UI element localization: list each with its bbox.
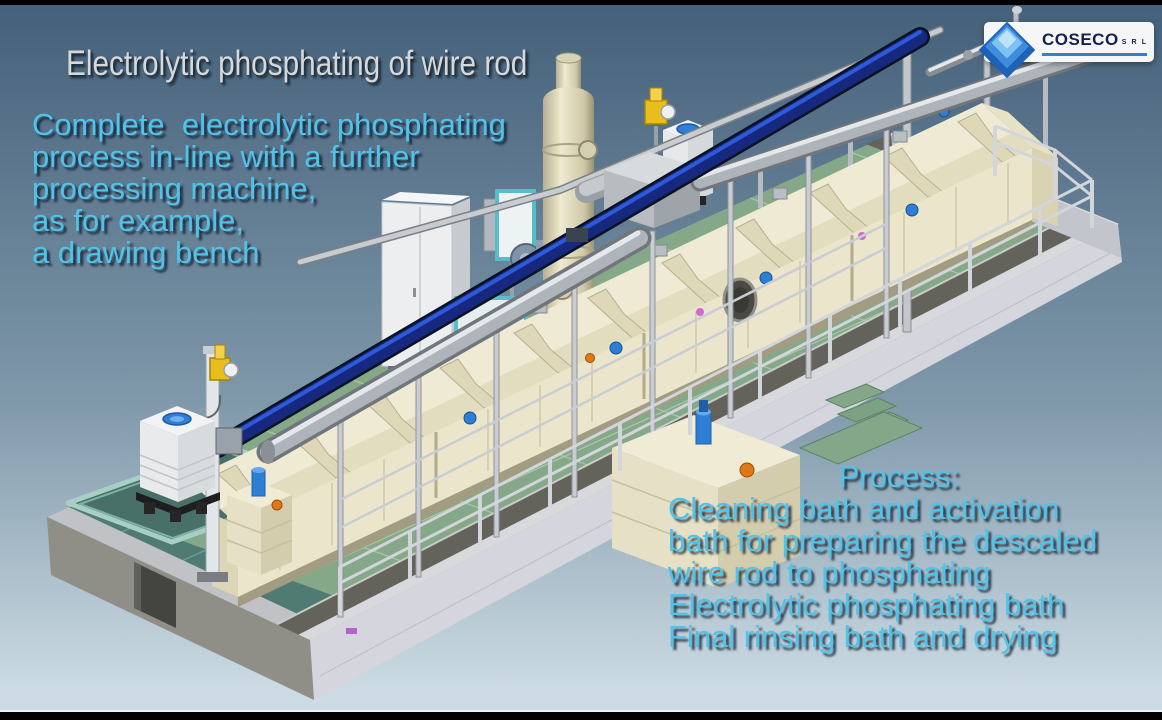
ibc-container-left [136,406,220,522]
exhaust-duct [256,26,1102,464]
intro-line: Complete electrolytic phosphating [32,107,506,142]
logo-diamond-icon [978,21,1036,78]
pallet-marker [346,628,357,634]
intro-line: process in-line with a further [32,139,420,174]
platform-edge-left [47,507,332,640]
letterbox-bar-bottom [0,712,1162,720]
intro-line: a drawing bench [32,235,260,270]
process-line: bath for preparing the descaled [668,523,1098,558]
intro-line: as for example, [32,203,244,238]
logo-underline [1042,53,1147,56]
duct-post [1043,62,1048,185]
edge-railing [338,124,1094,615]
duct-post [758,155,763,208]
platform-left-face [47,517,314,700]
process-line: Cleaning bath and activation [668,491,1060,526]
process-line: wire rod to phosphating [668,555,991,590]
letterbox-bar-top [0,0,1162,5]
process-text-block: Process: Cleaning bath and activation ba… [668,461,1130,653]
deck-stairs [798,383,924,465]
chemical-tank-left [226,467,293,575]
process-line: Electrolytic phosphating bath [668,587,1065,622]
process-heading: Process: [838,459,960,494]
platform-recess [134,562,176,628]
letterbox-line-bottom [0,710,1162,712]
foreground-tanks [226,400,801,588]
duct-post [848,130,853,167]
intro-line: processing machine, [32,171,317,206]
beam-bracket [566,228,588,242]
logo-suffix: S R L [1121,39,1148,46]
beam-end-bracket [215,427,243,455]
dosing-station-left [136,344,243,582]
front-bath-tank [611,400,801,588]
intro-text-block: Complete electrolytic phosphating proces… [32,109,506,269]
process-line: Final rinsing bath and drying [668,619,1058,654]
logo-company: COSECO [1042,30,1119,49]
wire-guide-beam [208,27,930,458]
slide-title: Electrolytic phosphating of wire rod [66,44,528,83]
